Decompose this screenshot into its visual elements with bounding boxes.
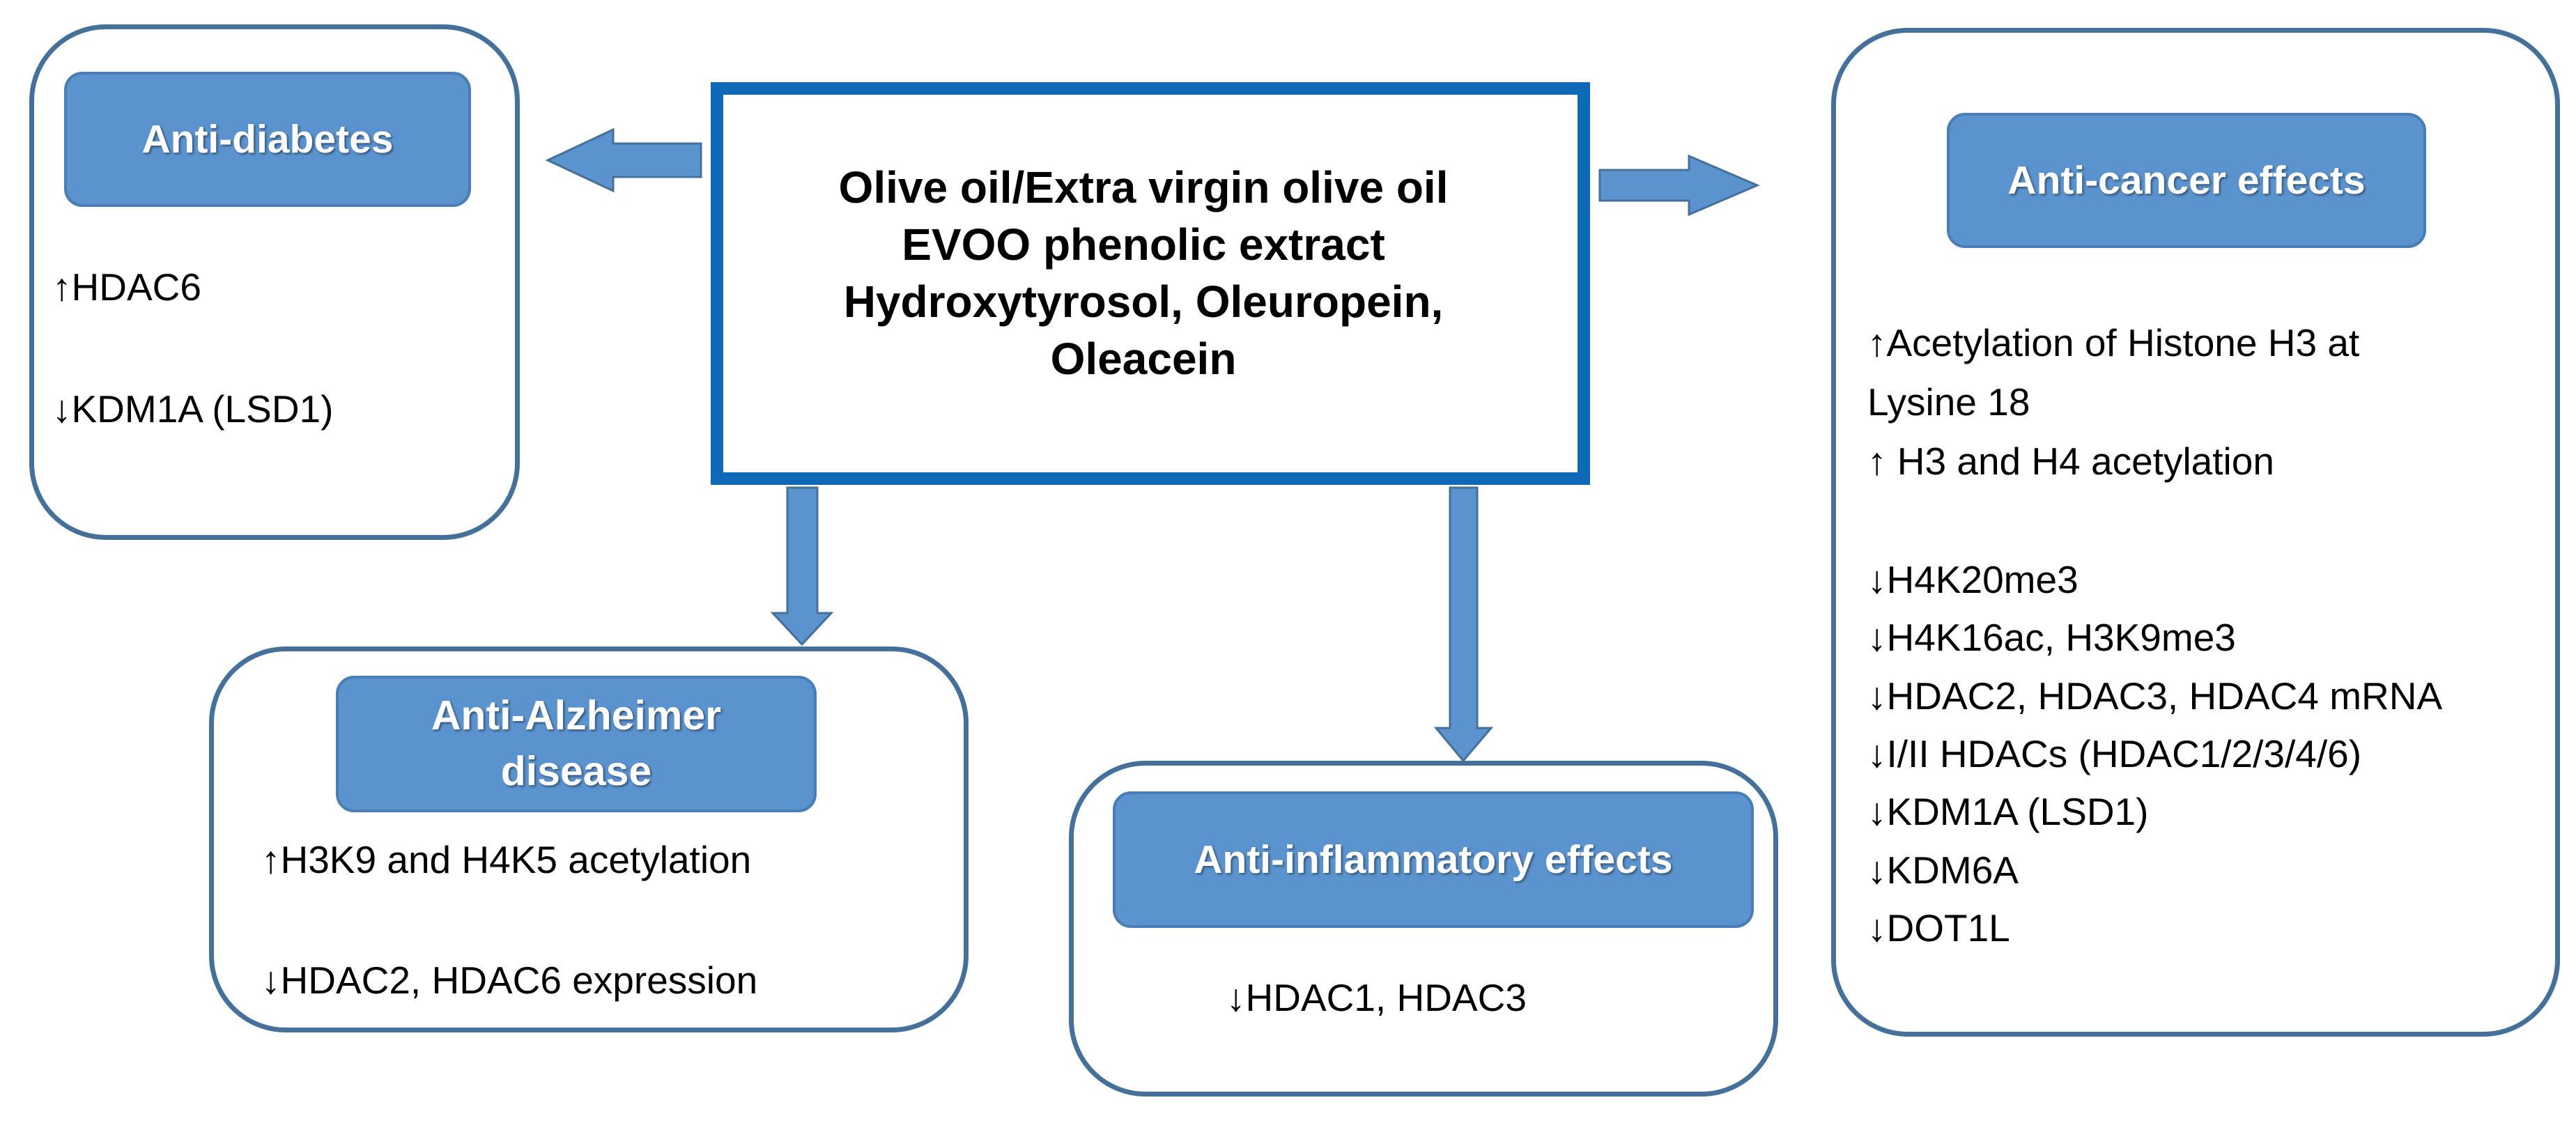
arrow-to-anti-diabetes (545, 127, 702, 193)
anti-inflammatory-title: Anti-inflammatory effects (1194, 837, 1673, 882)
anti-diabetes-item-1: ↑HDAC6 (52, 265, 201, 309)
anti-cancer-item-5: ↓H4K16ac, H3K9me3 (1867, 616, 2236, 659)
anti-cancer-item-2: Lysine 18 (1867, 380, 2030, 424)
center-line-3: Hydroxytyrosol, Oleuropein, (843, 277, 1444, 327)
anti-inflammatory-item-1: ↓HDAC1, HDAC3 (1226, 976, 1527, 1019)
center-text: Olive oil/Extra virgin olive oil EVOO ph… (716, 159, 1571, 387)
center-line-1: Olive oil/Extra virgin olive oil (838, 162, 1449, 212)
anti-cancer-item-10: ↓DOT1L (1867, 906, 2010, 950)
center-box (711, 82, 1590, 485)
anti-cancer-header: Anti-cancer effects (1947, 113, 2426, 248)
anti-cancer-item-7: ↓I/II HDACs (HDAC1/2/3/4/6) (1867, 732, 2362, 775)
anti-diabetes-item-2: ↓KDM1A (LSD1) (52, 387, 334, 431)
anti-alzheimer-header: Anti-Alzheimer disease (336, 676, 817, 812)
anti-diabetes-title: Anti-diabetes (141, 116, 394, 162)
center-line-2: EVOO phenolic extract (902, 219, 1385, 270)
anti-alzheimer-item-2: ↓HDAC2, HDAC6 expression (261, 959, 758, 1002)
anti-cancer-item-8: ↓KDM1A (LSD1) (1867, 790, 2149, 833)
arrow-to-anti-cancer (1598, 154, 1760, 217)
anti-alzheimer-item-1: ↑H3K9 and H4K5 acetylation (261, 838, 752, 881)
anti-cancer-item-6: ↓HDAC2, HDAC3, HDAC4 mRNA (1867, 674, 2443, 718)
anti-cancer-item-4: ↓H4K20me3 (1867, 558, 2078, 601)
anti-cancer-item-9: ↓KDM6A (1867, 849, 2019, 892)
anti-alzheimer-title-line1: Anti-Alzheimer (431, 692, 722, 739)
anti-cancer-title: Anti-cancer effects (2007, 157, 2366, 203)
anti-diabetes-header: Anti-diabetes (64, 72, 471, 207)
arrow-to-anti-alzheimer (770, 486, 834, 646)
anti-inflammatory-header: Anti-inflammatory effects (1113, 791, 1754, 928)
anti-cancer-item-1: ↑Acetylation of Histone H3 at (1867, 321, 2360, 364)
arrow-to-anti-inflammatory (1433, 486, 1494, 763)
center-line-4: Oleacein (1050, 334, 1237, 384)
anti-cancer-item-3: ↑ H3 and H4 acetylation (1867, 440, 2274, 483)
anti-alzheimer-title-line2: disease (500, 748, 652, 794)
